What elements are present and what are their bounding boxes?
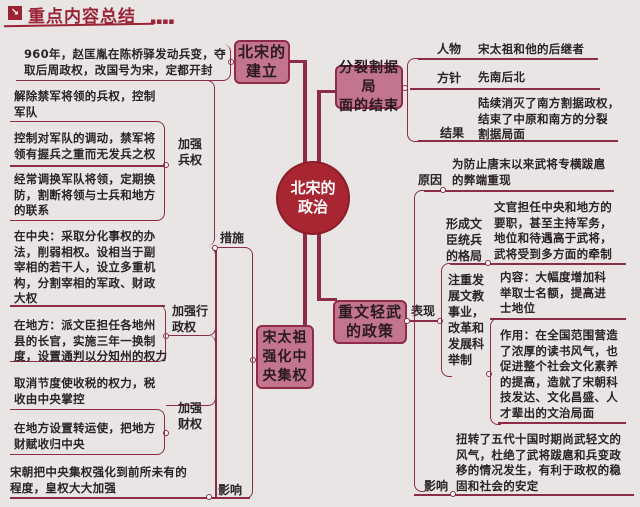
branch-line	[410, 88, 600, 90]
text-policy: 先南后北	[478, 70, 526, 84]
label-manifest: 表现	[411, 304, 436, 318]
connector-dot	[206, 494, 212, 500]
admin-item-central: 在中央：采取分化事权的办法，削弱相权。设相当于副宰相的若干人，设立多重机构，分割…	[14, 229, 156, 305]
finance-bracket	[10, 409, 165, 455]
effect-underline	[498, 422, 626, 424]
admin-bracket	[10, 305, 166, 362]
branch-line	[418, 140, 618, 142]
label-pattern: 形成文臣统兵的格局	[446, 217, 483, 263]
connector-dot	[437, 318, 443, 324]
connector	[286, 60, 306, 63]
impact-underline	[10, 497, 250, 499]
connector-dot	[485, 260, 491, 266]
label-finance: 加强财权	[178, 401, 203, 431]
arrow-icon: ↘	[8, 6, 22, 20]
connector	[317, 298, 337, 301]
node-civil-policy: 重文轻武的政策	[333, 300, 407, 344]
node-founding: 北宋的建立	[234, 40, 290, 84]
connector	[317, 90, 337, 93]
finance-item-2: 在地方设置转运使，把地方财赋收归中央	[14, 421, 156, 451]
trunk-up-left	[303, 60, 307, 164]
label-result: 结果	[440, 126, 465, 140]
founding-underline	[16, 44, 231, 81]
trunk-down-left	[303, 230, 307, 335]
education-content-text: 内容：大幅度增加科举取士名额，提高进士地位	[500, 270, 607, 315]
branch-line	[418, 58, 598, 60]
label-measures: 措施	[220, 231, 245, 245]
reason-text: 为防止唐末以来武将专横跋扈的弊端重现	[452, 157, 606, 187]
text-person: 宋太祖和他的后继者	[478, 42, 585, 56]
divider	[10, 165, 164, 167]
connector-dot	[163, 430, 169, 436]
label-impact-centralization: 影响	[218, 483, 243, 497]
connector-dot	[228, 59, 234, 65]
node-end-split: 分裂割据局面的结束	[335, 60, 403, 114]
finance-connector	[166, 335, 216, 406]
content-underline	[490, 318, 626, 320]
reason-underline	[424, 190, 614, 192]
civil-impact-underline	[414, 494, 634, 496]
military-item-2: 控制对军队的调动，禁军将领有握兵之重而无发兵之权	[14, 131, 156, 161]
label-reason: 原因	[418, 173, 443, 187]
label-education: 注重发展文教事业，改革和发展科举制	[448, 273, 485, 367]
divider	[10, 305, 165, 307]
label-admin: 加强行政权	[172, 304, 209, 334]
finance-item-1: 取消节度使收税的权力，税收由中央掌控	[14, 376, 156, 406]
connector-dot	[486, 371, 492, 377]
centralization-bracket	[216, 247, 253, 499]
manifest-bracket	[441, 263, 452, 377]
pattern-text: 文官担任中央和地方的要职，甚至主持军务，地位和待遇高于武将，武将受到多方面的牵制	[494, 200, 612, 261]
founding-text: 960年，赵匡胤在陈桥驿发动兵变，夺取后周政权，改国号为宋，定都开封	[24, 47, 226, 77]
label-person: 人物	[437, 42, 462, 56]
text-result: 陆续消灭了南方割据政权，结束了中原和南方的分裂割据局面	[478, 96, 620, 141]
military-connector	[168, 80, 215, 246]
connector-dot	[450, 491, 456, 497]
military-bracket	[10, 121, 165, 221]
civil-bracket	[414, 190, 425, 492]
title-dots: ▪▪▪▪	[150, 17, 175, 27]
central-topic: 北宋的政治	[278, 163, 348, 233]
connector-dot	[250, 357, 256, 363]
connector-dot	[404, 318, 410, 324]
military-item-3: 经常调换军队将领，定期换防，割断将领与士兵和地方的联系	[14, 172, 156, 217]
military-item-1: 解除禁军将领的兵权，控制军队	[14, 89, 156, 119]
trunk-down-right	[317, 230, 321, 300]
admin-item-local: 在地方：派文臣担任各地州县的长官，实施三年一换制度，设置通判以分知州的权力	[14, 318, 168, 363]
page-title: 重点内容总结	[28, 7, 136, 27]
label-policy: 方针	[437, 71, 462, 85]
impact-civil-text: 扭转了五代十国时期尚武轻文的风气，杜绝了武将跋扈和兵变政移的情况发生，有利于政权…	[456, 432, 622, 493]
label-impact-civil: 影响	[424, 479, 449, 493]
node-centralization: 宋太祖强化中央集权	[256, 325, 314, 389]
education-effect-text: 作用：在全国范围营造了浓厚的读书风气，也促进整个社会文化素养的提高，造就了宋朝科…	[500, 328, 618, 420]
branch-bracket	[407, 58, 420, 142]
trunk-up-right	[317, 90, 321, 164]
admin-connector	[166, 247, 216, 336]
label-military: 加强兵权	[178, 137, 203, 167]
pattern-underline	[450, 263, 626, 265]
manifest-connector	[410, 320, 440, 322]
impact-centralization-text: 宋朝把中央集权强化到前所未有的程度，皇权大大加强	[10, 465, 187, 495]
connector-dot	[440, 187, 446, 193]
